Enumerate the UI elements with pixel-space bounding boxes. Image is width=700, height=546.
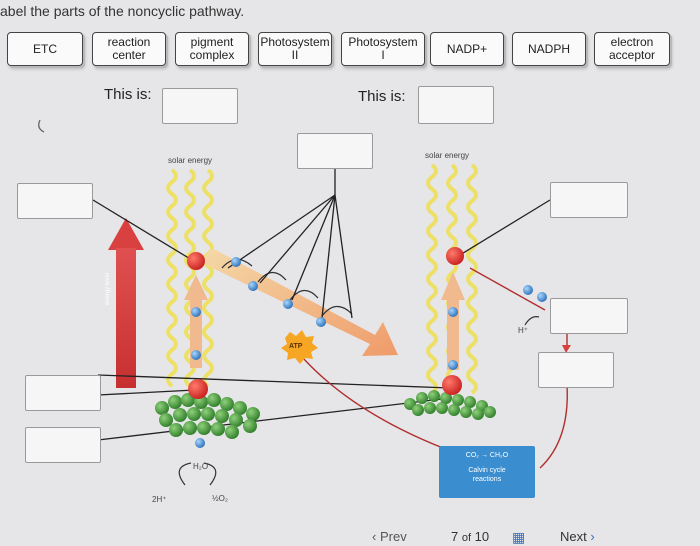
atp-label: ATP — [289, 343, 303, 350]
grid-menu-button[interactable]: ▦ — [512, 529, 525, 546]
h-plus-right-label: H⁺ — [518, 326, 528, 335]
pigment-cluster-left — [155, 393, 260, 439]
reaction-center-psii-top — [187, 252, 205, 270]
reaction-center-psi-top — [446, 247, 464, 265]
next-button[interactable]: Next › — [560, 529, 595, 544]
chip-reaction-center[interactable]: reaction center — [92, 32, 166, 66]
half-o2-label: ½O₂ — [212, 494, 228, 503]
leader-lines-center — [227, 168, 353, 319]
page-indicator: 7 of 10 — [451, 529, 490, 544]
prompt-this-is-right: This is: — [358, 88, 406, 105]
stray-mark — [38, 119, 45, 133]
solar-energy-waves-left — [166, 168, 214, 388]
etc-diagonal-arrow — [200, 248, 398, 356]
drop-box-left-bottom[interactable] — [25, 427, 101, 463]
drop-box-this-is-left[interactable] — [162, 88, 238, 124]
psii-vertical-arrow — [184, 275, 208, 368]
pigment-cluster-right — [404, 390, 496, 420]
h2o-label: H₂O — [193, 462, 209, 471]
solar-energy-label-left: solar energy — [168, 156, 213, 165]
drop-box-this-is-right[interactable] — [418, 86, 494, 124]
red-flow-arrows — [302, 267, 568, 469]
electrons — [191, 257, 547, 448]
chip-photosystem-i[interactable]: Photosystem I — [341, 32, 425, 66]
solar-energy-label-right: solar energy — [425, 151, 470, 160]
drop-box-center-top[interactable] — [297, 133, 373, 169]
drop-box-left-middle[interactable] — [25, 375, 101, 411]
reaction-center-psi-bottom — [442, 375, 462, 395]
chip-etc[interactable]: ETC — [7, 32, 83, 66]
calvin-line-1: Calvin cycle — [468, 467, 506, 474]
chip-nadph[interactable]: NADPH — [512, 32, 586, 66]
energy-level-label: energy level — [105, 272, 112, 306]
drop-box-right-top[interactable] — [550, 182, 628, 218]
drop-box-left-top[interactable] — [17, 183, 93, 219]
prompt-this-is-left: This is: — [104, 86, 152, 103]
calvin-line-2: reactions — [472, 476, 502, 483]
reaction-center-psii-bottom — [188, 379, 208, 399]
grid-icon: ▦ — [512, 529, 526, 545]
chevron-right-icon: › — [590, 529, 595, 544]
chip-pigment-complex[interactable]: pigment complex — [175, 32, 249, 66]
etc-arcs — [221, 258, 353, 317]
leader-lines — [92, 199, 551, 441]
instructions: abel the parts of the noncyclic pathway. — [0, 3, 245, 19]
calvin-equation: CO₂ → CH₂O — [465, 452, 509, 459]
solar-energy-waves-right — [426, 163, 478, 395]
h-plus-bottom-label: 2H⁺ — [152, 495, 167, 504]
chip-electron-acceptor[interactable]: electron acceptor — [594, 32, 670, 66]
chevron-left-icon: ‹ — [372, 529, 377, 544]
energy-level-arrow — [108, 218, 144, 388]
calvin-cycle-box: CO₂ → CH₂O Calvin cycle reactions — [439, 446, 535, 498]
psi-vertical-arrow — [441, 272, 465, 370]
chip-nadp-plus[interactable]: NADP+ — [430, 32, 504, 66]
drop-box-right-lower[interactable] — [538, 352, 614, 388]
chip-photosystem-ii[interactable]: Photosystem II — [258, 32, 332, 66]
drop-box-right-middle[interactable] — [550, 298, 628, 334]
prev-button[interactable]: ‹ Prev — [372, 529, 407, 544]
